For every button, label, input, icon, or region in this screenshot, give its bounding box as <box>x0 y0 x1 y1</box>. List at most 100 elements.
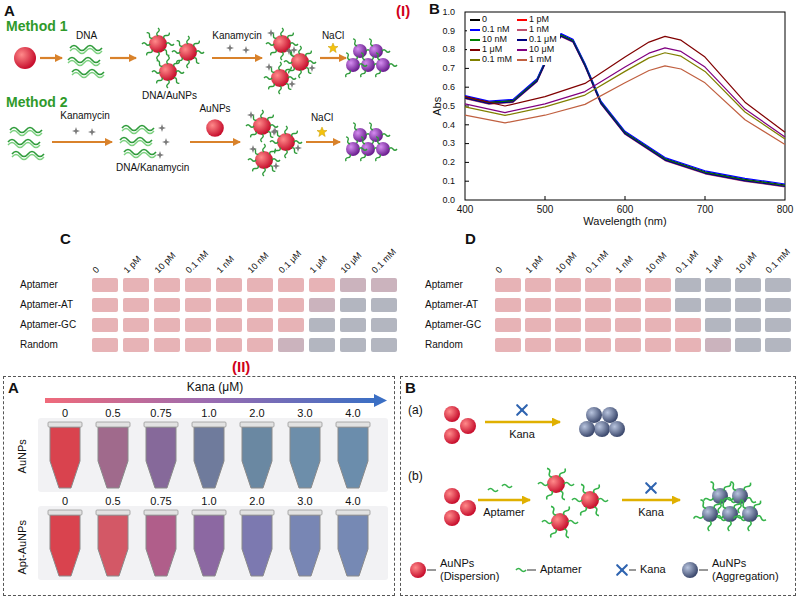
tube-grid-c-part-part <box>185 298 211 312</box>
column-header: 1 pM <box>524 254 545 275</box>
tube-photo-part <box>48 422 82 488</box>
mechanism-scheme-part-part <box>693 499 726 531</box>
concentration-label: 1.0 <box>201 407 216 420</box>
tube-grid-c-part-part <box>92 278 118 292</box>
column-header: 1 nM <box>614 254 635 275</box>
tick-label: 400 <box>457 204 474 216</box>
tick-label: 0.3 <box>442 138 455 148</box>
mechanism-scheme-part <box>527 570 536 571</box>
column-header: 1 μM <box>308 253 330 275</box>
step-label: (b) <box>408 470 423 484</box>
method-scheme-part <box>72 127 80 135</box>
method-title: Method 2 <box>6 94 67 110</box>
method-scheme-part <box>52 141 112 143</box>
tube-grid-c-part-part <box>309 338 335 352</box>
tube-photo-part <box>48 510 82 576</box>
concentration-label: 0 <box>62 407 68 420</box>
tube-photo-part <box>336 422 370 488</box>
method-scheme-part <box>345 38 397 77</box>
tube-grid-c-part-part <box>216 338 242 352</box>
tube-grid-d-part-part <box>585 338 611 352</box>
tube-grid-d-part-part <box>495 298 521 312</box>
mechanism-scheme-part-part <box>602 407 618 423</box>
tube-grid-d-part-part <box>735 278 761 292</box>
row-label: Aptamer-GC <box>425 319 481 331</box>
concentration-label: 3.0 <box>297 407 312 420</box>
legend-item: 0 <box>470 14 512 24</box>
method-scheme-part <box>206 119 224 137</box>
concentration-label: 2.0 <box>249 407 264 420</box>
reagent-label: Kanamycin <box>60 110 109 122</box>
tick-label: 600 <box>617 204 634 216</box>
tube-grid-c-part-part <box>185 278 211 292</box>
tube-grid-d-part-part <box>555 298 581 312</box>
tube-grid-c-part-part <box>247 298 273 312</box>
tube-grid-d-part-part <box>675 298 701 312</box>
panel-letter: C <box>60 230 71 247</box>
legend-line-sample <box>470 59 480 61</box>
method-scheme-part <box>320 57 346 59</box>
tube-photo-part <box>144 422 178 488</box>
method-scheme-part <box>212 57 262 59</box>
method-scheme-part <box>158 124 166 132</box>
tube-grid-d-part <box>675 278 791 352</box>
method-scheme-part <box>68 58 100 66</box>
legend-text: 0.1 nM <box>482 24 510 34</box>
method-scheme-part <box>328 43 338 53</box>
tube-grid-d-part-part <box>525 338 551 352</box>
method-scheme-part <box>110 57 136 59</box>
absorbance-chart-part <box>465 12 785 200</box>
mechanism-scheme-part <box>629 570 636 571</box>
tick-label: 700 <box>697 204 714 216</box>
absorbance-chart <box>465 12 785 200</box>
mechanism-scheme-part <box>460 500 476 516</box>
tube-grid-d-part-part <box>675 338 701 352</box>
tube-grid-c-part-part <box>247 278 273 292</box>
tube-grid-c-part-part <box>340 338 366 352</box>
tube-grid-c-part <box>278 278 397 352</box>
mechanism-scheme-part <box>646 483 656 493</box>
column-header: 0 <box>91 264 102 275</box>
reagent-label: NaCl <box>322 30 344 42</box>
tick-label: 0.1 <box>442 176 455 186</box>
method-scheme-part <box>122 126 154 134</box>
legend-item: 0.1 mM <box>470 54 512 64</box>
absorbance-chart-part <box>465 66 785 145</box>
tube-grid-d-part-part <box>735 298 761 312</box>
tube-grid-c-part-part <box>154 338 180 352</box>
mechanism-scheme-part <box>427 570 436 571</box>
mechanism-scheme-part <box>693 481 766 531</box>
method-scheme-part <box>306 141 340 143</box>
tube-photo-part <box>96 422 130 488</box>
mechanism-scheme-part <box>478 499 530 502</box>
method-scheme-part <box>284 46 316 78</box>
axis-title: Abs <box>431 97 444 116</box>
tube-grid-d-part-part <box>615 298 641 312</box>
tube-grid-c-part-part <box>309 298 335 312</box>
tube-grid-d <box>495 278 791 352</box>
legend-text: 10 nM <box>482 34 507 44</box>
row-label: Aptamer-AT <box>20 299 73 311</box>
tube-grid-d-part-part <box>645 338 671 352</box>
tube-grid-c <box>92 278 397 352</box>
tube-grid-c-part-part <box>278 318 304 332</box>
tube-grid-d-part-part <box>555 278 581 292</box>
legend-text: Aptamer <box>540 563 582 576</box>
legend-item: 1 mM <box>517 54 557 64</box>
mechanism-scheme-part-part <box>586 407 602 423</box>
axis-title: Wavelength (nm) <box>583 215 666 228</box>
tube-grid-c-part-part <box>92 298 118 312</box>
column-header: 10 pM <box>554 250 579 275</box>
row-label: AuNPs <box>16 439 29 473</box>
method-scheme-part <box>242 46 250 54</box>
legend-item: 10 μM <box>517 44 557 54</box>
column-header: 0.1 nM <box>584 248 611 275</box>
mechanism-scheme-part <box>579 407 625 437</box>
tube-photo-part <box>96 510 130 576</box>
column-header: 10 nM <box>246 250 271 275</box>
tube-grid-c-part-part <box>216 298 242 312</box>
method-scheme-part <box>10 128 42 136</box>
mechanism-scheme-part <box>444 406 460 422</box>
concentration-label: 1.0 <box>201 495 216 508</box>
mechanism-scheme-part <box>410 562 426 578</box>
